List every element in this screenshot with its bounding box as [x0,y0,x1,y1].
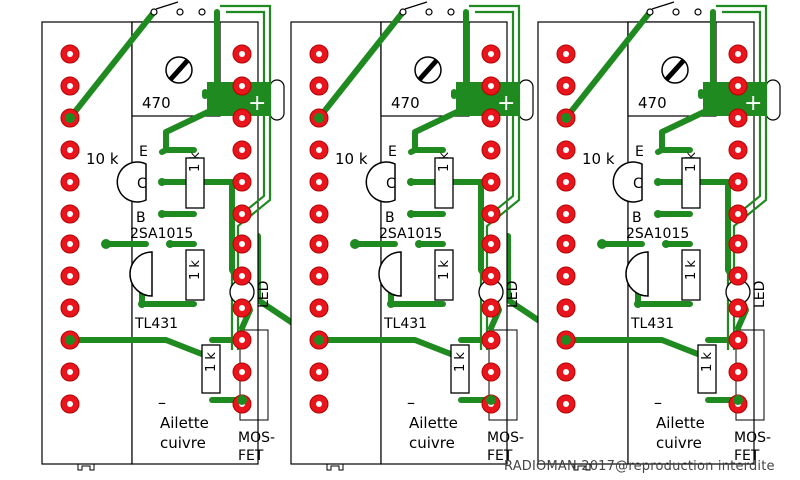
resistor-label-3: 1 k [204,352,219,372]
led-label: LED [256,281,272,308]
mosfet-label-2: FET [487,448,513,464]
pot-value-label: 470 [391,94,420,112]
pot-value-label: 470 [638,94,667,112]
plus-label: + [497,91,515,116]
minus-label: – [654,393,662,412]
collector-label: C [386,176,396,192]
heatsink-label-2: cuivre [160,434,206,452]
mosfet-label-1: MOS- [734,430,771,446]
plus-label: + [744,91,762,116]
resistor-label-1: 1 k [188,152,203,172]
regulator-label: TL431 [630,316,674,332]
pot-value-label: 470 [142,94,171,112]
emitter-label: E [139,144,148,160]
pot-resistor-label: 10 k [582,150,615,168]
mosfet-label-2: FET [238,448,264,464]
emitter-label: E [388,144,397,160]
resistor-label-1: 1 k [684,152,699,172]
base-label: B [632,210,642,226]
mosfet-label-1: MOS- [487,430,524,446]
base-label: B [136,210,146,226]
led-label: LED [752,281,768,308]
resistor-label-2: 1 k [684,260,699,280]
led-label: LED [505,281,521,308]
heatsink-label-1: Ailette [656,414,705,432]
heatsink-label-2: cuivre [409,434,455,452]
resistor-label-3: 1 k [700,352,715,372]
regulator-label: TL431 [383,316,427,332]
mosfet-label-2: FET [734,448,760,464]
heatsink-label-1: Ailette [160,414,209,432]
base-label: B [385,210,395,226]
transistor-label: 2SA1015 [130,226,193,242]
pot-resistor-label: 10 k [86,150,119,168]
pot-resistor-label: 10 k [335,150,368,168]
copyright-notice: RADIOMAN 2017@reproduction interdite [504,459,775,474]
resistor-label-3: 1 k [453,352,468,372]
heatsink-label-2: cuivre [656,434,702,452]
heatsink-label-1: Ailette [409,414,458,432]
minus-label: – [158,393,166,412]
resistor-label-1: 1 k [437,152,452,172]
transistor-label: 2SA1015 [626,226,689,242]
regulator-label: TL431 [134,316,178,332]
mosfet-label-1: MOS- [238,430,275,446]
collector-label: C [137,176,147,192]
plus-label: + [248,91,266,116]
resistor-label-2: 1 k [437,260,452,280]
resistor-label-2: 1 k [188,260,203,280]
emitter-label: E [635,144,644,160]
transistor-label: 2SA1015 [379,226,442,242]
collector-label: C [633,176,643,192]
minus-label: – [407,393,415,412]
